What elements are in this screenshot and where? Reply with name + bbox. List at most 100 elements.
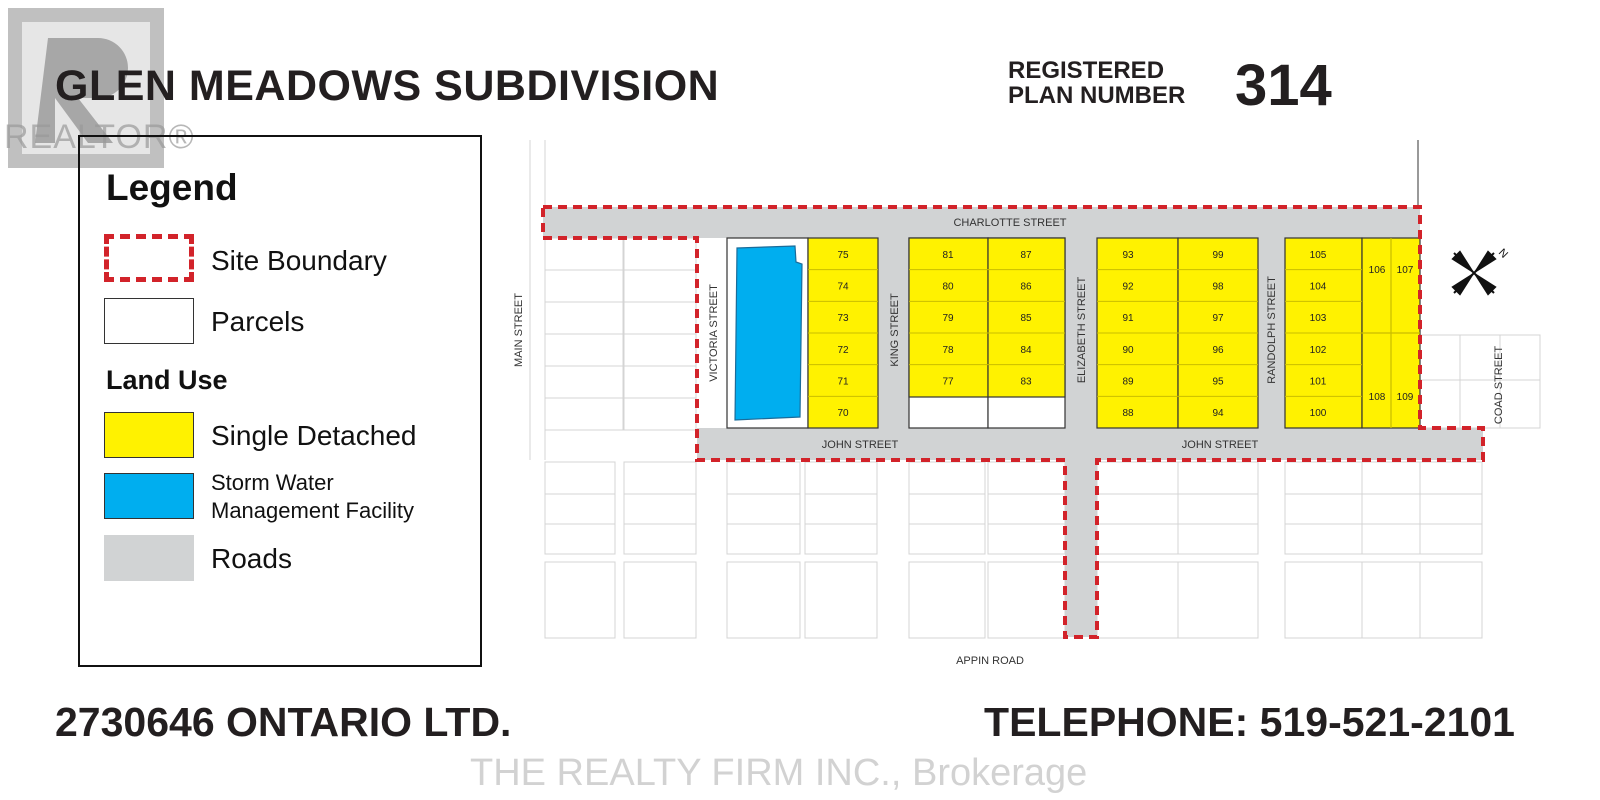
lot-number: 105	[1310, 250, 1327, 261]
lot-number: 89	[1122, 377, 1134, 388]
lot-number: 87	[1020, 250, 1032, 261]
background-parcel	[623, 397, 697, 431]
roads	[543, 207, 1483, 637]
john-street-road	[697, 428, 1483, 460]
legend-box	[78, 135, 482, 667]
background-parcel	[623, 301, 697, 335]
parcels-swatch	[104, 298, 194, 344]
background-parcel	[908, 493, 986, 525]
background-parcel	[544, 237, 624, 271]
background-parcel	[1361, 523, 1421, 555]
block-b-west-yellow	[908, 237, 989, 398]
background-parcel	[1419, 561, 1483, 639]
telephone: TELEPHONE: 519-521-2101	[984, 699, 1515, 745]
owner-name: 2730646 ONTARIO LTD.	[55, 699, 512, 745]
appin-road-label: APPIN ROAD	[956, 655, 1024, 667]
main-street-label: MAIN STREET	[513, 293, 525, 367]
background-parcel	[544, 523, 616, 555]
realtor-watermark: REALTOR®	[4, 118, 195, 156]
background-parcel	[544, 493, 616, 525]
lot-number: 103	[1310, 313, 1327, 324]
background-parcel	[1284, 523, 1363, 555]
storm-water-label: Storm Water Management Facility	[211, 469, 414, 525]
lot-number: 109	[1397, 392, 1414, 403]
background-parcel	[623, 561, 697, 639]
background-parcel	[1419, 461, 1483, 495]
background-parcel	[623, 523, 697, 555]
lot-number: 107	[1397, 265, 1414, 276]
lot-number: 98	[1212, 282, 1224, 293]
single-detached-label: Single Detached	[211, 420, 417, 451]
background-parcel	[908, 461, 986, 495]
background-parcel	[1284, 461, 1363, 495]
charlotte-street-label: CHARLOTTE STREET	[953, 217, 1066, 229]
background-parcel	[1419, 379, 1461, 429]
lot-number: 96	[1212, 345, 1224, 356]
background-parcel	[1177, 461, 1259, 495]
john-street-label-west: JOHN STREET	[822, 439, 899, 451]
background-parcel	[1177, 561, 1259, 639]
lot-number: 77	[942, 377, 954, 388]
background-parcel	[623, 365, 697, 399]
street-labels: CHARLOTTE STREET JOHN STREET JOHN STREET…	[513, 217, 1505, 667]
background-parcel	[987, 523, 1066, 555]
site-boundary-swatch	[104, 234, 194, 282]
storm-water-swatch	[104, 473, 194, 519]
realtor-logo	[8, 8, 164, 168]
lot-number: 70	[837, 408, 849, 419]
lot-number: 81	[942, 250, 954, 261]
background-parcel	[1499, 379, 1541, 429]
background-parcel	[544, 461, 616, 495]
roads-swatch	[104, 535, 194, 581]
lot-number: 97	[1212, 313, 1224, 324]
background-parcel	[1096, 561, 1179, 639]
lot-number: 71	[837, 377, 849, 388]
lot-number: 75	[837, 250, 849, 261]
background-parcel	[804, 561, 878, 639]
background-parcel	[623, 461, 697, 495]
background-parcel	[1177, 523, 1259, 555]
parcels-label: Parcels	[211, 306, 305, 337]
randolph-street-road	[1258, 238, 1285, 428]
background-parcel	[1499, 334, 1541, 381]
background-parcel	[1096, 461, 1179, 495]
lot-number: 99	[1212, 250, 1224, 261]
lot-number: 84	[1020, 345, 1032, 356]
brokerage-watermark: THE REALTY FIRM INC., Brokerage	[470, 752, 1088, 794]
background-parcel	[1419, 493, 1483, 525]
lot-number: 73	[837, 313, 849, 324]
background-parcel	[726, 523, 801, 555]
randolph-street-label: RANDOLPH STREET	[1266, 276, 1278, 384]
lot-number: 104	[1310, 282, 1327, 293]
lot-number: 90	[1122, 345, 1134, 356]
background-parcel	[544, 365, 624, 399]
background-parcel	[987, 461, 1066, 495]
lot-number: 79	[942, 313, 954, 324]
storm-water-facility	[734, 245, 803, 421]
lot-number: 74	[837, 282, 849, 293]
legend-title: Legend	[106, 167, 238, 208]
elizabeth-street-road	[1065, 238, 1097, 428]
single-detached-swatch	[104, 412, 194, 458]
background-parcel	[804, 461, 878, 495]
lot-number: 100	[1310, 408, 1327, 419]
background-parcel	[1284, 493, 1363, 525]
lot-number: 80	[942, 282, 954, 293]
background-parcel	[1361, 461, 1421, 495]
background-parcel	[1284, 561, 1363, 639]
compass-icon: N	[1451, 247, 1510, 296]
registered-line1: REGISTERED	[1008, 57, 1165, 84]
background-parcel	[726, 561, 801, 639]
lot-number: 85	[1020, 313, 1032, 324]
connector-road	[1065, 460, 1097, 637]
storm-water-line2: Management Facility	[211, 498, 414, 523]
background-parcel	[623, 333, 697, 367]
victoria-street-road	[697, 238, 727, 428]
lot-number: 88	[1122, 408, 1134, 419]
background-parcel	[544, 333, 624, 367]
background-parcel	[804, 523, 878, 555]
background-parcel	[1096, 523, 1179, 555]
background-parcel	[1419, 334, 1461, 381]
lot-number: 91	[1122, 313, 1134, 324]
